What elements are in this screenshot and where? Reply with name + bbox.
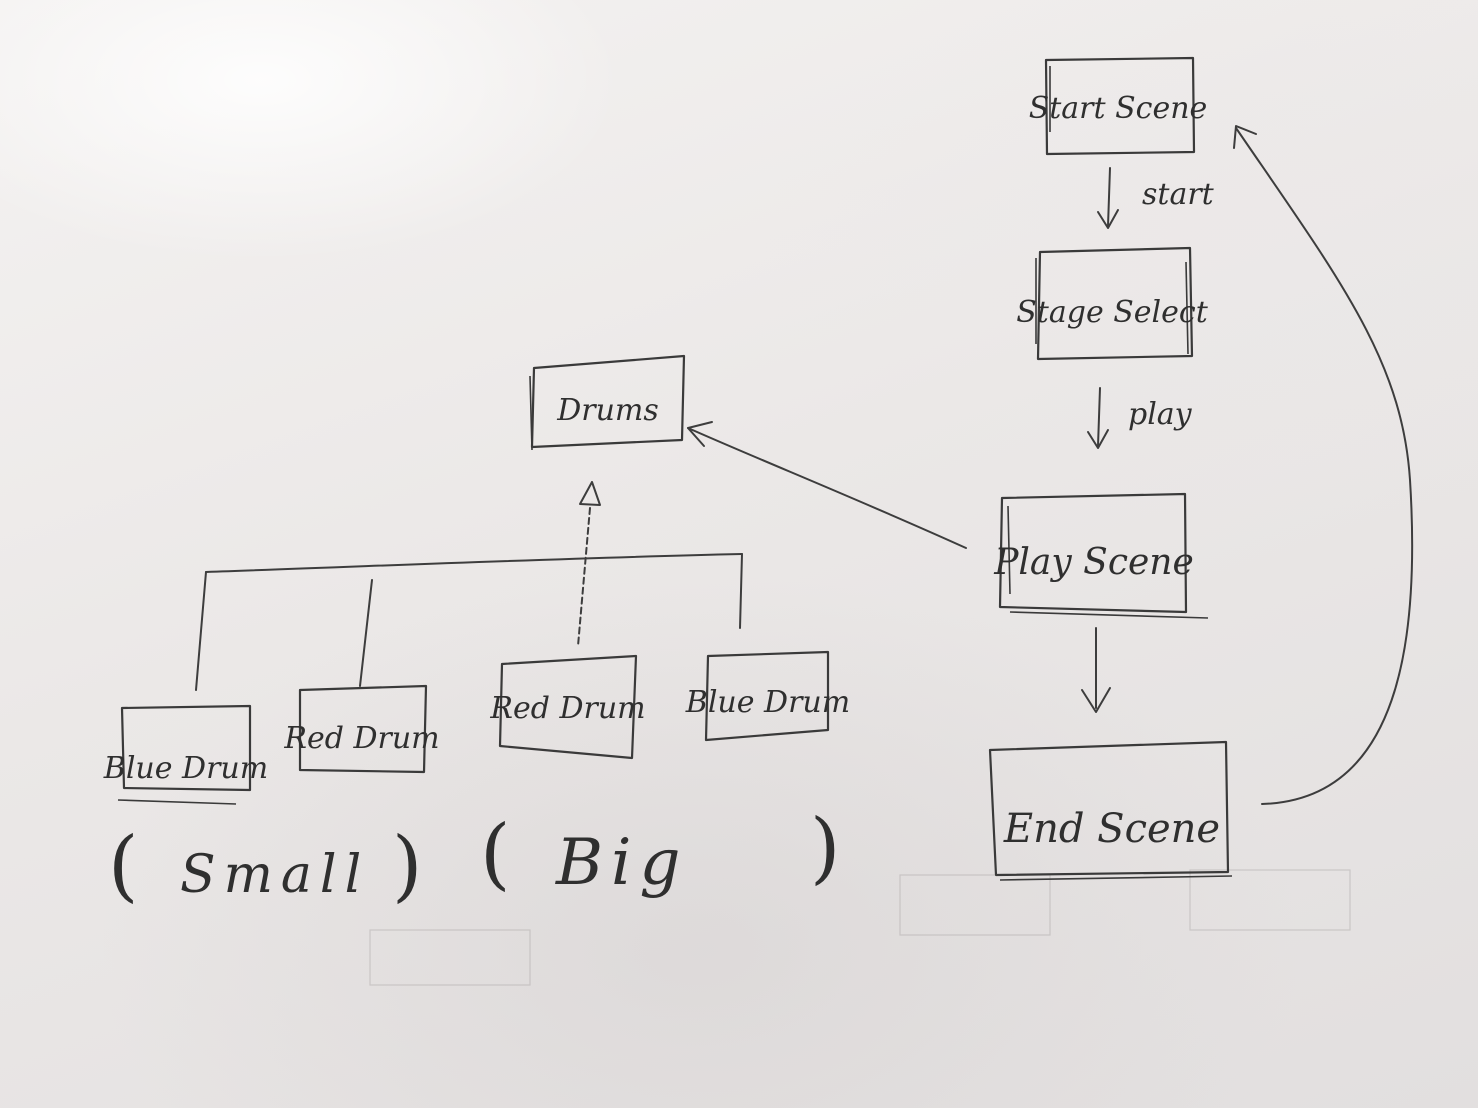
start-scene-label: Start Scene — [1029, 91, 1208, 126]
small-open-paren: ( — [108, 821, 138, 911]
play-to-drums-arrow — [687, 421, 967, 549]
end-scene-node: End Scene — [988, 740, 1233, 881]
big-red-drum-node: Red Drum — [489, 654, 646, 760]
drums-node: Drums — [529, 354, 686, 451]
end-to-start-arrow — [1233, 125, 1414, 805]
start-scene-node: Start Scene — [1029, 56, 1208, 156]
small-group-label: ( Small ) — [108, 821, 422, 911]
inheritance-connector — [195, 481, 743, 691]
big-group-label: ( Big ) — [480, 803, 840, 900]
erased-marks — [369, 869, 1351, 986]
small-group-text: Small — [180, 845, 369, 905]
play-arrow: play — [1087, 387, 1193, 449]
big-group-text: Big — [555, 826, 688, 900]
small-blue-drum-node: Blue Drum — [103, 704, 268, 805]
start-edge-label: start — [1142, 177, 1215, 212]
end-scene-label: End Scene — [1003, 806, 1220, 852]
stage-select-node: Stage Select — [1016, 246, 1209, 361]
stage-select-label: Stage Select — [1016, 295, 1208, 330]
big-open-paren: ( — [480, 809, 510, 899]
play-to-end-arrow — [1081, 627, 1111, 713]
play-scene-node: Play Scene — [993, 492, 1209, 619]
big-close-paren: ) — [810, 803, 840, 893]
big-blue-drum-label: Blue Drum — [685, 685, 850, 720]
start-arrow: start — [1097, 167, 1215, 229]
drums-label: Drums — [556, 393, 659, 428]
small-red-drum-label: Red Drum — [283, 721, 439, 756]
small-red-drum-node: Red Drum — [283, 684, 440, 774]
play-scene-label: Play Scene — [993, 542, 1194, 583]
big-red-drum-label: Red Drum — [489, 691, 645, 726]
small-close-paren: ) — [392, 821, 422, 911]
small-blue-drum-label: Blue Drum — [103, 751, 268, 786]
big-blue-drum-node: Blue Drum — [685, 650, 850, 742]
play-edge-label: play — [1128, 397, 1193, 432]
